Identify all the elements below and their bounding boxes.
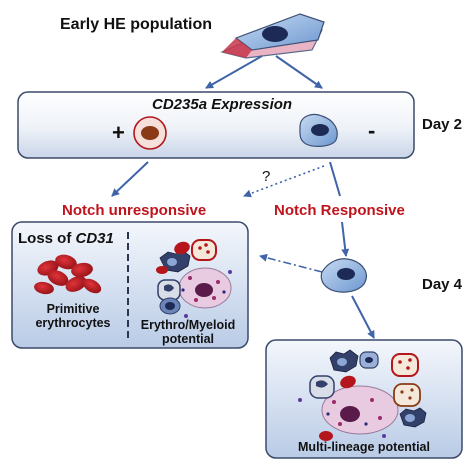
dashdot-arrow-back <box>259 253 323 273</box>
arrow-to-notch-unresponsive <box>111 161 149 197</box>
notch-unresponsive-label: Notch unresponsive <box>62 202 207 219</box>
day4-label: Day 4 <box>422 276 463 293</box>
primitive-line1: Primitive <box>46 302 100 316</box>
early-he-cell <box>220 13 325 59</box>
loss-of-cd31-label: Loss of CD31 <box>18 230 114 247</box>
primitive-line2: erythrocytes <box>35 316 111 330</box>
day4-cell <box>320 258 367 293</box>
question-mark: ? <box>262 168 271 185</box>
cd235a-expression-title: CD235a Expression <box>152 96 293 113</box>
erythro-myeloid-cluster <box>156 239 232 318</box>
primitive-erythrocytes-cluster <box>34 254 102 295</box>
multilineage-cluster <box>298 349 427 441</box>
early-he-population-label: Early HE population <box>60 16 213 33</box>
left-panel <box>11 221 249 349</box>
arrow-he-to-positive <box>205 55 263 89</box>
dotted-arrow-question <box>243 165 325 198</box>
arrow-to-day4-cell <box>341 221 350 257</box>
primitive-erythrocytes-label: Primitive erythrocytes <box>28 302 118 330</box>
erythro-line1: Erythro/Myeloid <box>140 318 236 332</box>
cd235a-negative-cell <box>299 113 338 147</box>
erythro-myeloid-label: Erythro/Myeloid potential <box>130 318 246 346</box>
day2-label: Day 2 <box>422 116 463 133</box>
positive-sign: + <box>112 120 125 145</box>
arrow-to-notch-responsive <box>329 161 341 197</box>
multilineage-label: Multi-lineage potential <box>298 440 430 454</box>
cd235a-positive-cell <box>133 116 167 150</box>
notch-responsive-label: Notch Responsive <box>274 202 405 219</box>
negative-sign: - <box>368 118 376 143</box>
erythro-line2: potential <box>161 332 215 346</box>
loss-prefix: Loss of <box>18 230 76 247</box>
cd31-gene: CD31 <box>75 230 114 247</box>
arrow-he-to-negative <box>275 55 323 89</box>
arrow-to-multilineage <box>351 295 375 339</box>
